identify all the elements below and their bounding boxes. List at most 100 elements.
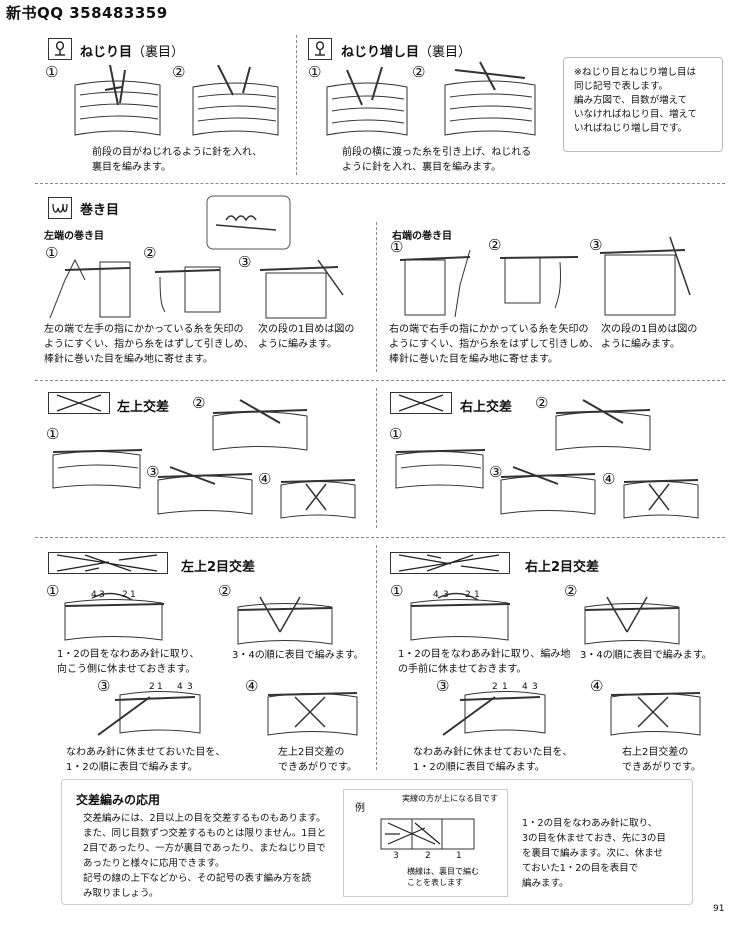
left-2-cross-illustration-4 [267,692,358,736]
step-2-label: ② [218,582,232,600]
stitch-number: 4 [433,590,439,600]
step-2-label: ② [412,63,426,81]
cast-on-title: 巻き目 [80,203,120,218]
example-bottom-note: 横線は、裏目で編む ことを表します [407,867,479,887]
stitch-number: 3 [532,682,538,692]
stitch-number: 4 [522,682,528,692]
step-1-label: ① [390,582,404,600]
stitch-number: 2 [492,682,498,692]
note-box: ※ねじり目とねじり増し目は 同じ記号で表します。 編み方図で、目数が増えて いな… [563,57,723,152]
right-cast-on-caption-2: 次の段の1目めは図の ように編みます。 [601,324,698,350]
application-box [61,779,693,905]
left-2-cross-illustration-3 [97,691,201,736]
left-cast-on-caption-2: 次の段の1目めは図の ように編みます。 [258,324,355,350]
right-2-cross-caption-3: なわあみ針に休ませておいた目を、 1・2の順に表目で編みます。 [413,747,573,773]
stitch-number: 2 [465,590,471,600]
right-2-cross-caption-2: 3・4の順に表目で編みます。 [580,650,712,661]
step-1-label: ① [46,582,60,600]
right-2-cross-illustration-1 [410,592,511,641]
example-explanation: 1・2の目をなわあみ針に取り、 3の目を休ませておき、先に3の目 を裏目で編みま… [522,818,666,889]
step-3-label: ③ [146,463,160,481]
stitch-number: 4 [177,682,183,692]
right-cast-on-illustration-3 [600,236,691,316]
twist-stitch-illustration-1 [74,65,161,136]
left-cross-illustration-1 [52,449,143,489]
right-2-cross-symbol-icon [390,552,510,574]
left-cast-on-illustration-1 [49,258,131,319]
divider [296,35,297,175]
step-1-label: ① [390,238,404,256]
cast-on-symbol-icon [48,197,72,219]
step-2-label: ② [535,394,549,412]
step-1-label: ① [45,244,59,262]
twist-stitch-caption: 前段の目がねじれるように針を入れ、 裏目を編みます。 [92,147,263,173]
stitch-number: 2 [149,682,155,692]
stitch-number: 3 [443,590,449,600]
application-title: 交差編みの応用 [76,793,161,807]
step-2-label: ② [488,236,502,254]
right-cross-illustration-1 [395,449,486,489]
stitch-number: 1 [130,590,136,600]
cast-on-inset [206,195,291,250]
right-cross-title: 右上交差 [460,400,513,415]
left-cross-illustration-4 [280,479,356,519]
stitch-number: 2 [122,590,128,600]
left-2-cross-caption-4: 左上2目交差の できあがりです。 [278,747,357,773]
example-top-note: 実線の方が上になる目です [402,794,498,803]
twist-stitch-illustration-2 [192,65,279,136]
left-2-cross-title: 左上2目交差 [181,560,256,575]
step-4-label: ④ [602,470,616,488]
stitch-number: 1 [474,590,480,600]
step-4-label: ④ [245,677,259,695]
step-4-label: ④ [590,677,604,695]
step-3-label: ③ [489,463,503,481]
example-number: 3 [393,851,399,861]
divider [35,380,725,381]
right-cast-on-caption-1: 右の端で右手の指にかかっている糸を矢印の ようにすくい、指から糸をはずして引きし… [389,324,599,365]
right-2-cross-caption-4: 右上2目交差の できあがりです。 [622,747,701,773]
step-2-label: ② [172,63,186,81]
step-2-label: ② [192,394,206,412]
left-2-cross-symbol-icon [48,552,168,574]
example-symbol-icon [380,818,475,850]
stitch-number: 1 [157,682,163,692]
stitch-number: 1 [502,682,508,692]
twist-increase-illustration-2 [444,61,536,136]
right-2-cross-illustration-3 [442,691,546,736]
example-label: 例 [355,803,365,814]
divider [35,183,725,184]
right-2-cross-title: 右上2目交差 [525,560,600,575]
stitch-number: 3 [99,590,105,600]
left-cast-on-subtitle: 左端の巻き目 [44,231,104,242]
divider [376,388,377,528]
page-number: 91 [713,904,725,914]
twist-stitch-symbol-icon [48,38,72,60]
stitch-number: 4 [91,590,97,600]
step-3-label: ③ [97,677,111,695]
right-cross-symbol-icon [390,392,452,414]
twist-increase-caption: 前段の横に渡った糸を引き上げ、ねじれる ように針を入れ、裏目を編みます。 [342,147,532,173]
stitch-number: 3 [187,682,193,692]
divider [376,222,377,372]
divider [35,537,725,538]
left-cross-title: 左上交差 [117,400,170,415]
step-1-label: ① [45,63,59,81]
step-1-label: ① [389,425,403,443]
divider [376,545,377,770]
step-3-label: ③ [589,236,603,254]
left-cast-on-caption-1: 左の端で左手の指にかかっている糸を矢印の ようにすくい、指から糸をはずして引きし… [44,324,254,365]
step-1-label: ① [308,63,322,81]
step-3-label: ③ [238,253,252,271]
left-2-cross-caption-1: 1・2の目をなわあみ針に取り、 向こう側に休ませておきます。 [57,649,200,675]
step-2-label: ② [564,582,578,600]
left-cross-illustration-2 [212,399,308,451]
application-text: 交差編みには、2目以上の目を交差するものもあります。 また、同じ目数ずつ交差する… [83,813,327,899]
example-box [343,789,508,897]
twist-increase-illustration-1 [326,66,408,136]
step-2-label: ② [143,244,157,262]
step-1-label: ① [46,425,60,443]
left-2-cross-illustration-1 [64,592,165,641]
example-number: 1 [456,851,462,861]
right-cross-illustration-3 [500,466,596,515]
twist-stitch-title: ねじり目（裏目） [80,45,185,60]
